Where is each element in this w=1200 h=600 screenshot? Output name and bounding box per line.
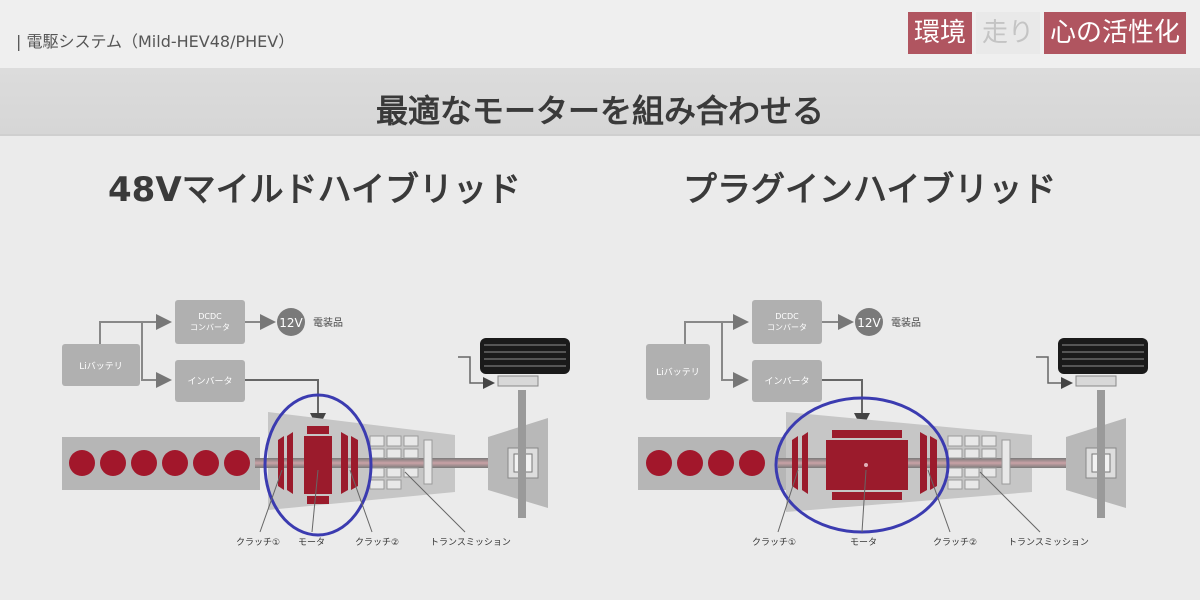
differential (488, 390, 548, 518)
callout-clutch-1: クラッチ① (752, 537, 796, 548)
differential (1066, 390, 1126, 518)
callout-clutch-2: クラッチ② (355, 537, 399, 548)
line-battery-to-dcdc (99, 314, 172, 350)
cylinder (677, 450, 703, 476)
battery-label: Liバッテリ (656, 367, 700, 378)
drive-shaft (255, 458, 545, 468)
cylinder (646, 450, 672, 476)
engine-cylinders (646, 450, 765, 476)
inverter-box (175, 360, 245, 402)
cylinder (224, 450, 250, 476)
section-label: | 電駆システム（Mild-HEV48/PHEV） (16, 32, 295, 51)
callout-motor: モータ (850, 537, 877, 548)
dcdc-box (175, 300, 245, 344)
dcdc-box (752, 300, 822, 344)
callout-clutch-1: クラッチ① (236, 537, 280, 548)
cylinder (162, 450, 188, 476)
callout-transmission: トランスミッション (1008, 537, 1089, 548)
inverter-label: インバータ (764, 376, 809, 387)
cylinder (708, 450, 734, 476)
cylinder (739, 450, 765, 476)
12v-circle (855, 308, 883, 336)
theme-tags: 環境 走り 心の活性化 (907, 12, 1186, 54)
battery-box (62, 344, 140, 386)
dcdc-label-1: DCDC (775, 312, 799, 321)
line-battery-to-dcdc (684, 314, 749, 344)
clutch-1 (792, 432, 808, 494)
engine-cylinders (69, 450, 250, 476)
page-title: 最適なモーターを組み合わせる (375, 92, 824, 130)
callout-clutch-2: クラッチ② (933, 537, 977, 548)
12v-label: 12V (279, 316, 303, 330)
mild-hybrid-diagram: Liバッテリ DCDC コンバータ 12V 電装品 インバータ (62, 300, 570, 548)
motor-highlight-ring (263, 393, 373, 537)
clutch-2 (920, 432, 937, 494)
tire (458, 338, 570, 389)
cylinder (100, 450, 126, 476)
callout-leaders (259, 469, 466, 533)
gear-set (369, 435, 433, 490)
line-inverter-to-motor (822, 379, 870, 429)
battery-box (646, 344, 710, 400)
tag-driving: 走り (975, 12, 1040, 54)
12v-circle (277, 308, 305, 336)
callout-motor: モータ (298, 537, 325, 548)
dcdc-label-1: DCDC (198, 312, 222, 321)
cylinder (193, 450, 219, 476)
gear-set (947, 435, 1011, 490)
electrical-label: 電装品 (891, 316, 921, 329)
line-battery-to-inverter (721, 322, 749, 388)
motor (304, 426, 332, 504)
line-battery-to-inverter (141, 322, 172, 388)
tire (1036, 338, 1148, 389)
motor (826, 430, 908, 500)
battery-label: Liバッテリ (79, 361, 123, 372)
drive-shaft (778, 458, 1123, 468)
subtitle-mild-hybrid: 48Vマイルドハイブリッド (108, 170, 521, 210)
callout-leaders (777, 469, 1041, 533)
dcdc-label-2: コンバータ (767, 323, 807, 332)
tag-environment: 環境 (907, 12, 972, 54)
12v-label: 12V (857, 316, 881, 330)
subtitle-plugin-hybrid: プラグインハイブリッド (683, 170, 1057, 210)
inverter-box (752, 360, 822, 402)
electrical-label: 電装品 (313, 316, 343, 329)
dcdc-label-2: コンバータ (190, 323, 230, 332)
line-inverter-to-motor (245, 379, 326, 429)
tag-heart-activation: 心の活性化 (1043, 12, 1186, 54)
plugin-hybrid-diagram: Liバッテリ DCDC コンバータ 12V 電装品 インバータ (638, 300, 1148, 548)
callout-transmission: トランスミッション (430, 537, 511, 548)
cylinder (131, 450, 157, 476)
inverter-label: インバータ (187, 376, 232, 387)
title-banner (0, 68, 1200, 136)
cylinder (69, 450, 95, 476)
